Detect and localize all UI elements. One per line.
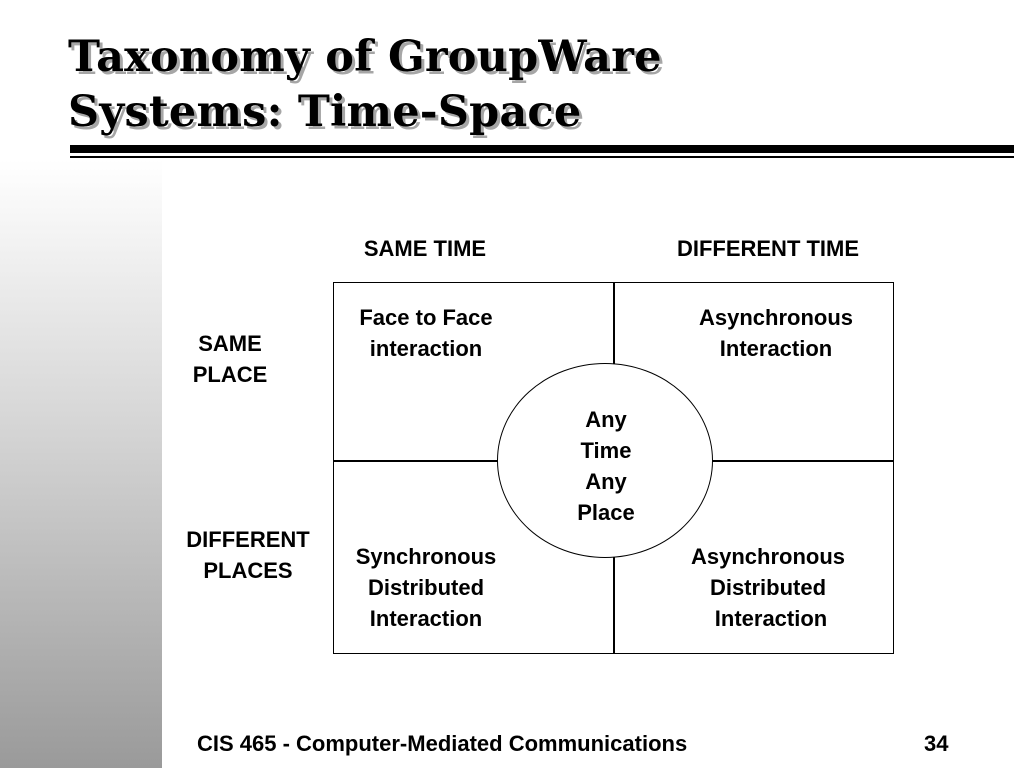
cell-asynchronous-distributed-line-1: Asynchronous (690, 544, 846, 569)
cell-synchronous-distributed-line-1: Synchronous (355, 544, 497, 569)
row-header-different-places-line-2: PLACES (203, 558, 293, 583)
row-header-different-places-line-1: DIFFERENT (186, 527, 310, 552)
any-time-any-place-ellipse (497, 363, 713, 558)
cell-asynchronous-distributed-line-2: Distributed (709, 575, 827, 600)
row-header-different-places: DIFFERENT PLACES (168, 524, 328, 586)
row-header-same-place: SAME PLACE (170, 328, 290, 390)
title-line-2: Systems: Time-Space (68, 87, 582, 137)
footer-page-number: 34 (924, 731, 949, 756)
column-header-different-time: DIFFERENT TIME (676, 236, 860, 261)
cell-synchronous-distributed-line-3: Interaction (369, 606, 483, 631)
row-header-same-place-line-2: PLACE (192, 362, 268, 387)
column-header-same-time: SAME TIME (363, 236, 487, 261)
any-time-any-place-label: Any Time Any Place (546, 404, 666, 528)
cell-face-to-face-line-1: Face to Face (359, 305, 493, 330)
cell-asynchronous-distributed-line-3: Interaction (714, 606, 828, 631)
cell-asynchronous-interaction: Asynchronous Interaction (666, 302, 886, 364)
center-line-1: Any (585, 407, 627, 432)
title-underline-thick (70, 145, 1014, 153)
cell-synchronous-distributed-line-2: Distributed (367, 575, 485, 600)
row-header-same-place-line-1: SAME (198, 331, 262, 356)
cell-synchronous-distributed: Synchronous Distributed Interaction (336, 541, 516, 634)
cell-face-to-face-line-2: interaction (369, 336, 483, 361)
title-underline-thin (70, 156, 1014, 158)
center-line-3: Any (585, 469, 627, 494)
cell-asynchronous-distributed: Asynchronous Distributed Interaction (658, 541, 878, 634)
title-line-1: Taxonomy of GroupWare (68, 32, 662, 82)
cell-face-to-face: Face to Face interaction (336, 302, 516, 364)
center-line-4: Place (577, 500, 635, 525)
cell-asynchronous-interaction-line-2: Interaction (719, 336, 833, 361)
gradient-sidebar (0, 160, 162, 768)
slide-title: Taxonomy of GroupWare Systems: Time-Spac… (68, 30, 662, 140)
cell-asynchronous-interaction-line-1: Asynchronous (698, 305, 854, 330)
footer-course-title: CIS 465 - Computer-Mediated Communicatio… (197, 731, 688, 756)
center-line-2: Time (580, 438, 632, 463)
